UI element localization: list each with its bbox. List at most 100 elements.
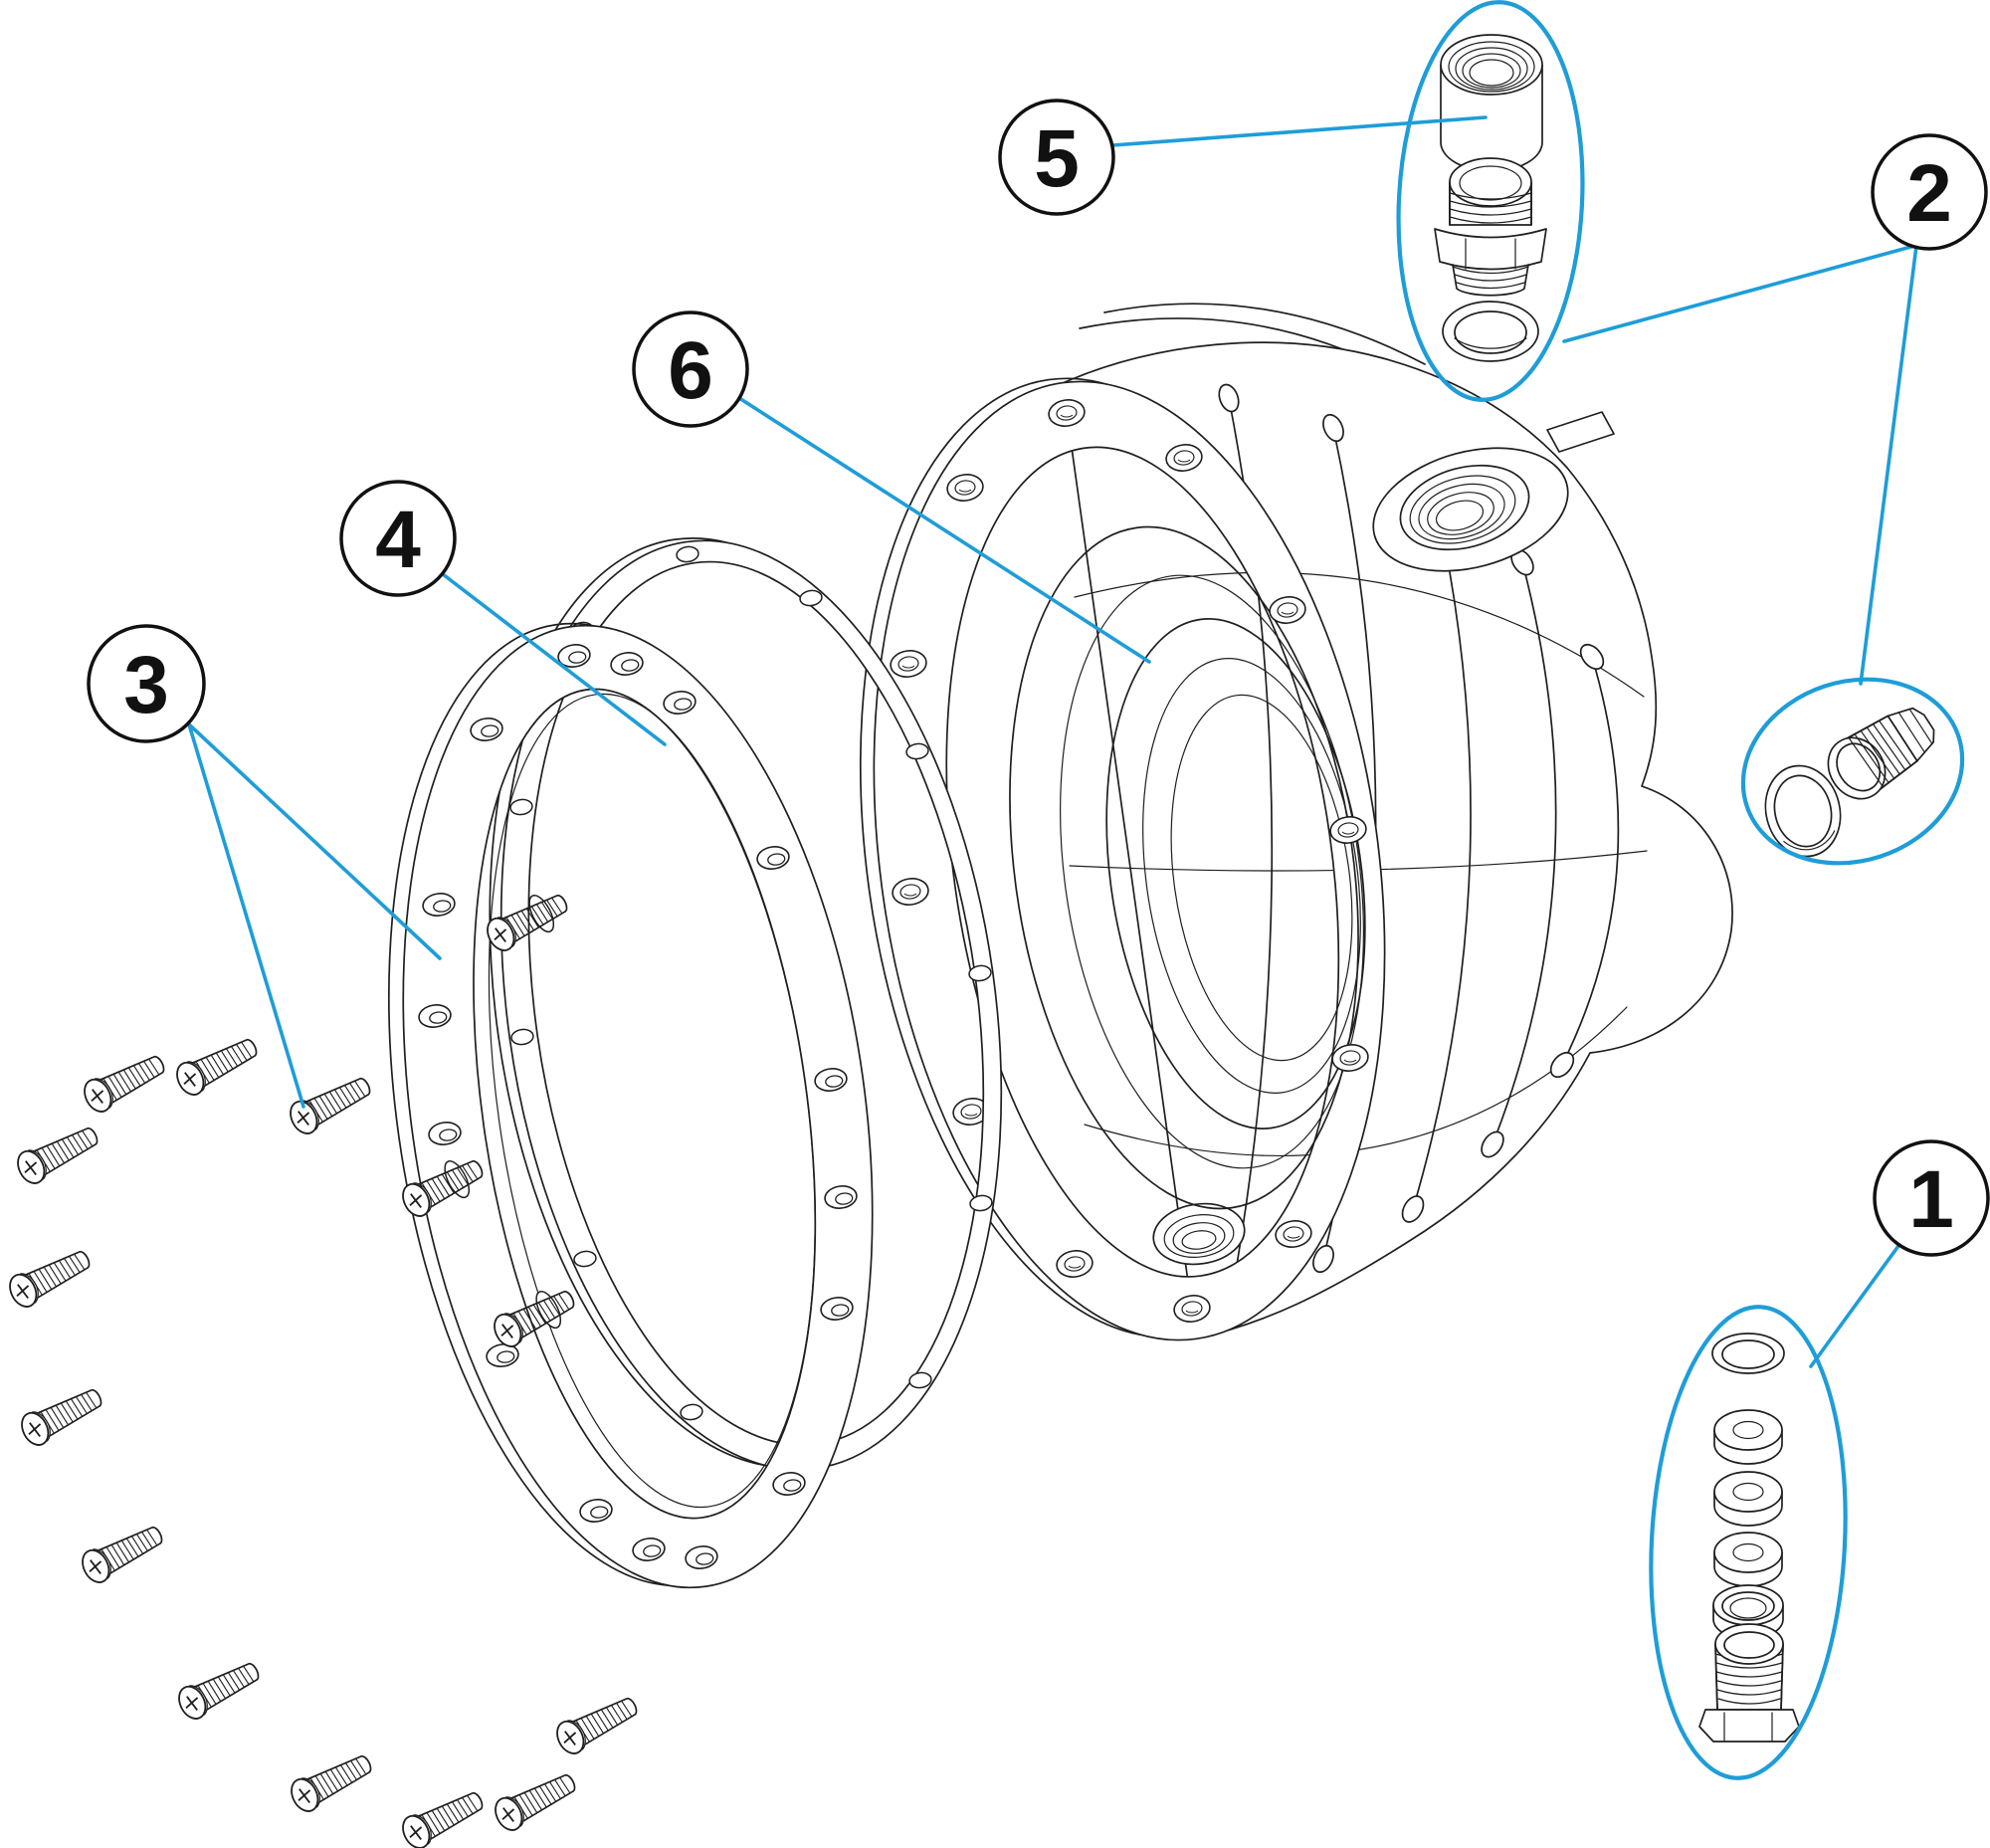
cable-gland-stack-group-ellipse bbox=[1649, 1305, 1848, 1780]
gland-hex bbox=[1698, 1709, 1800, 1743]
screw bbox=[84, 1055, 165, 1113]
phillips-cross bbox=[298, 1788, 311, 1804]
callout-balloons: 1 2 3 4 5 6 bbox=[87, 99, 1990, 1257]
rim-threaded-hole bbox=[1048, 399, 1086, 427]
conduit-coupling-group-ellipse bbox=[1396, 0, 1585, 402]
callout-6-circle[interactable] bbox=[632, 310, 749, 428]
plug-and-oring-group-ellipse bbox=[1740, 677, 1965, 866]
phillips-cross bbox=[16, 1284, 30, 1300]
gland-o-ring bbox=[1711, 1333, 1785, 1374]
conduit-coupling-set bbox=[1434, 34, 1547, 362]
gasket-hole bbox=[510, 1028, 534, 1046]
gland-grommet bbox=[1713, 1532, 1783, 1587]
callout-3-circle[interactable] bbox=[87, 624, 206, 743]
housing-top-port bbox=[1372, 411, 1615, 572]
gasket-hole bbox=[509, 798, 533, 816]
leader-lines bbox=[187, 115, 1920, 1368]
gasket-hole bbox=[908, 1371, 932, 1389]
leader-line-6 bbox=[737, 396, 1151, 664]
leader-line-3 bbox=[187, 722, 442, 960]
gland-grommet bbox=[1713, 1409, 1783, 1465]
phillips-cross bbox=[297, 1111, 310, 1127]
callout-3-number: 3 bbox=[123, 640, 169, 730]
gland-grommet bbox=[1713, 1471, 1783, 1527]
gasket-hole bbox=[676, 545, 699, 563]
rim-threaded-hole bbox=[890, 650, 927, 678]
leader-line-3 bbox=[187, 722, 305, 1109]
nipple-hex-nut bbox=[1434, 228, 1547, 271]
gland-threaded-body bbox=[1698, 1623, 1800, 1743]
phillips-cross bbox=[28, 1422, 42, 1438]
flange-countersunk-holes bbox=[418, 644, 858, 1569]
callout-5-circle[interactable] bbox=[998, 99, 1115, 216]
callout-2-circle[interactable] bbox=[1871, 133, 1988, 251]
callout-1[interactable]: 1 bbox=[1873, 1139, 1990, 1257]
phillips-cross bbox=[91, 1089, 104, 1105]
niche-housing-body bbox=[859, 303, 1733, 1341]
phillips-cross bbox=[24, 1160, 38, 1176]
screw bbox=[178, 1662, 260, 1720]
screw bbox=[21, 1388, 102, 1446]
screw bbox=[9, 1250, 91, 1308]
callout-1-number: 1 bbox=[1908, 1154, 1954, 1245]
rim-threaded-hole bbox=[946, 474, 984, 502]
callout-5[interactable]: 5 bbox=[998, 99, 1115, 216]
housing-bottom-port bbox=[1152, 1202, 1246, 1266]
callout-2[interactable]: 2 bbox=[1871, 133, 1988, 251]
loose-screws bbox=[9, 1038, 638, 1848]
gasket-hole bbox=[799, 589, 823, 607]
screw bbox=[17, 1127, 99, 1184]
dome-band bbox=[1074, 571, 1645, 698]
screw bbox=[291, 1754, 372, 1812]
gasket-hole bbox=[905, 742, 929, 760]
plug-and-oring-set bbox=[1764, 707, 1935, 858]
flange-screw bbox=[487, 894, 568, 951]
rim-threaded-hole bbox=[1173, 1295, 1211, 1323]
callout-2-number: 2 bbox=[1906, 148, 1952, 239]
rim-threaded-hole bbox=[1056, 1250, 1094, 1278]
plug-o-ring bbox=[1764, 764, 1842, 858]
screw bbox=[402, 1791, 484, 1848]
housing-top-tab bbox=[1546, 411, 1615, 453]
phillips-cross bbox=[500, 1324, 514, 1339]
threaded-nipple bbox=[1434, 157, 1547, 297]
phillips-cross bbox=[185, 1696, 199, 1712]
coupling-o-ring bbox=[1442, 301, 1539, 362]
leader-line-2 bbox=[1859, 244, 1918, 686]
detail-group-ellipses bbox=[1396, 0, 1965, 1780]
dome-rib bbox=[1561, 656, 1620, 1066]
rim-threaded-hole bbox=[1165, 444, 1203, 472]
callout-4[interactable]: 4 bbox=[339, 480, 457, 597]
phillips-cross bbox=[494, 927, 507, 943]
leader-line-4 bbox=[441, 572, 667, 746]
leader-line-2 bbox=[1562, 243, 1920, 343]
gasket-holes bbox=[509, 545, 993, 1465]
phillips-cross bbox=[563, 1731, 577, 1746]
screw bbox=[176, 1038, 258, 1096]
phillips-cross bbox=[409, 1193, 423, 1209]
callout-4-circle[interactable] bbox=[339, 480, 457, 597]
phillips-cross bbox=[183, 1072, 197, 1088]
rim-threaded-hole bbox=[1329, 816, 1367, 844]
gasket-hole bbox=[968, 964, 992, 982]
callout-3[interactable]: 3 bbox=[87, 624, 206, 743]
phillips-cross bbox=[89, 1559, 102, 1575]
rim-threaded-hole bbox=[1269, 596, 1306, 624]
housing-interior-rings bbox=[1009, 525, 1366, 1210]
threaded-plug bbox=[1827, 707, 1935, 800]
callout-5-number: 5 bbox=[1034, 113, 1080, 204]
front-flange-ring bbox=[387, 622, 874, 1589]
callout-6[interactable]: 6 bbox=[632, 310, 749, 428]
leader-line-5 bbox=[1110, 115, 1488, 147]
callout-1-circle[interactable] bbox=[1873, 1139, 1990, 1257]
screw bbox=[556, 1697, 638, 1754]
rim-threaded-hole bbox=[1331, 1044, 1369, 1072]
phillips-cross bbox=[501, 1807, 515, 1823]
gasket-hole bbox=[969, 1194, 993, 1212]
cable-gland-stack bbox=[1698, 1333, 1800, 1743]
screw bbox=[495, 1773, 576, 1831]
leader-line-1 bbox=[1809, 1244, 1900, 1368]
flange-screw bbox=[402, 1159, 484, 1217]
gasket-hole bbox=[680, 1403, 703, 1421]
flange-screw bbox=[494, 1290, 575, 1347]
